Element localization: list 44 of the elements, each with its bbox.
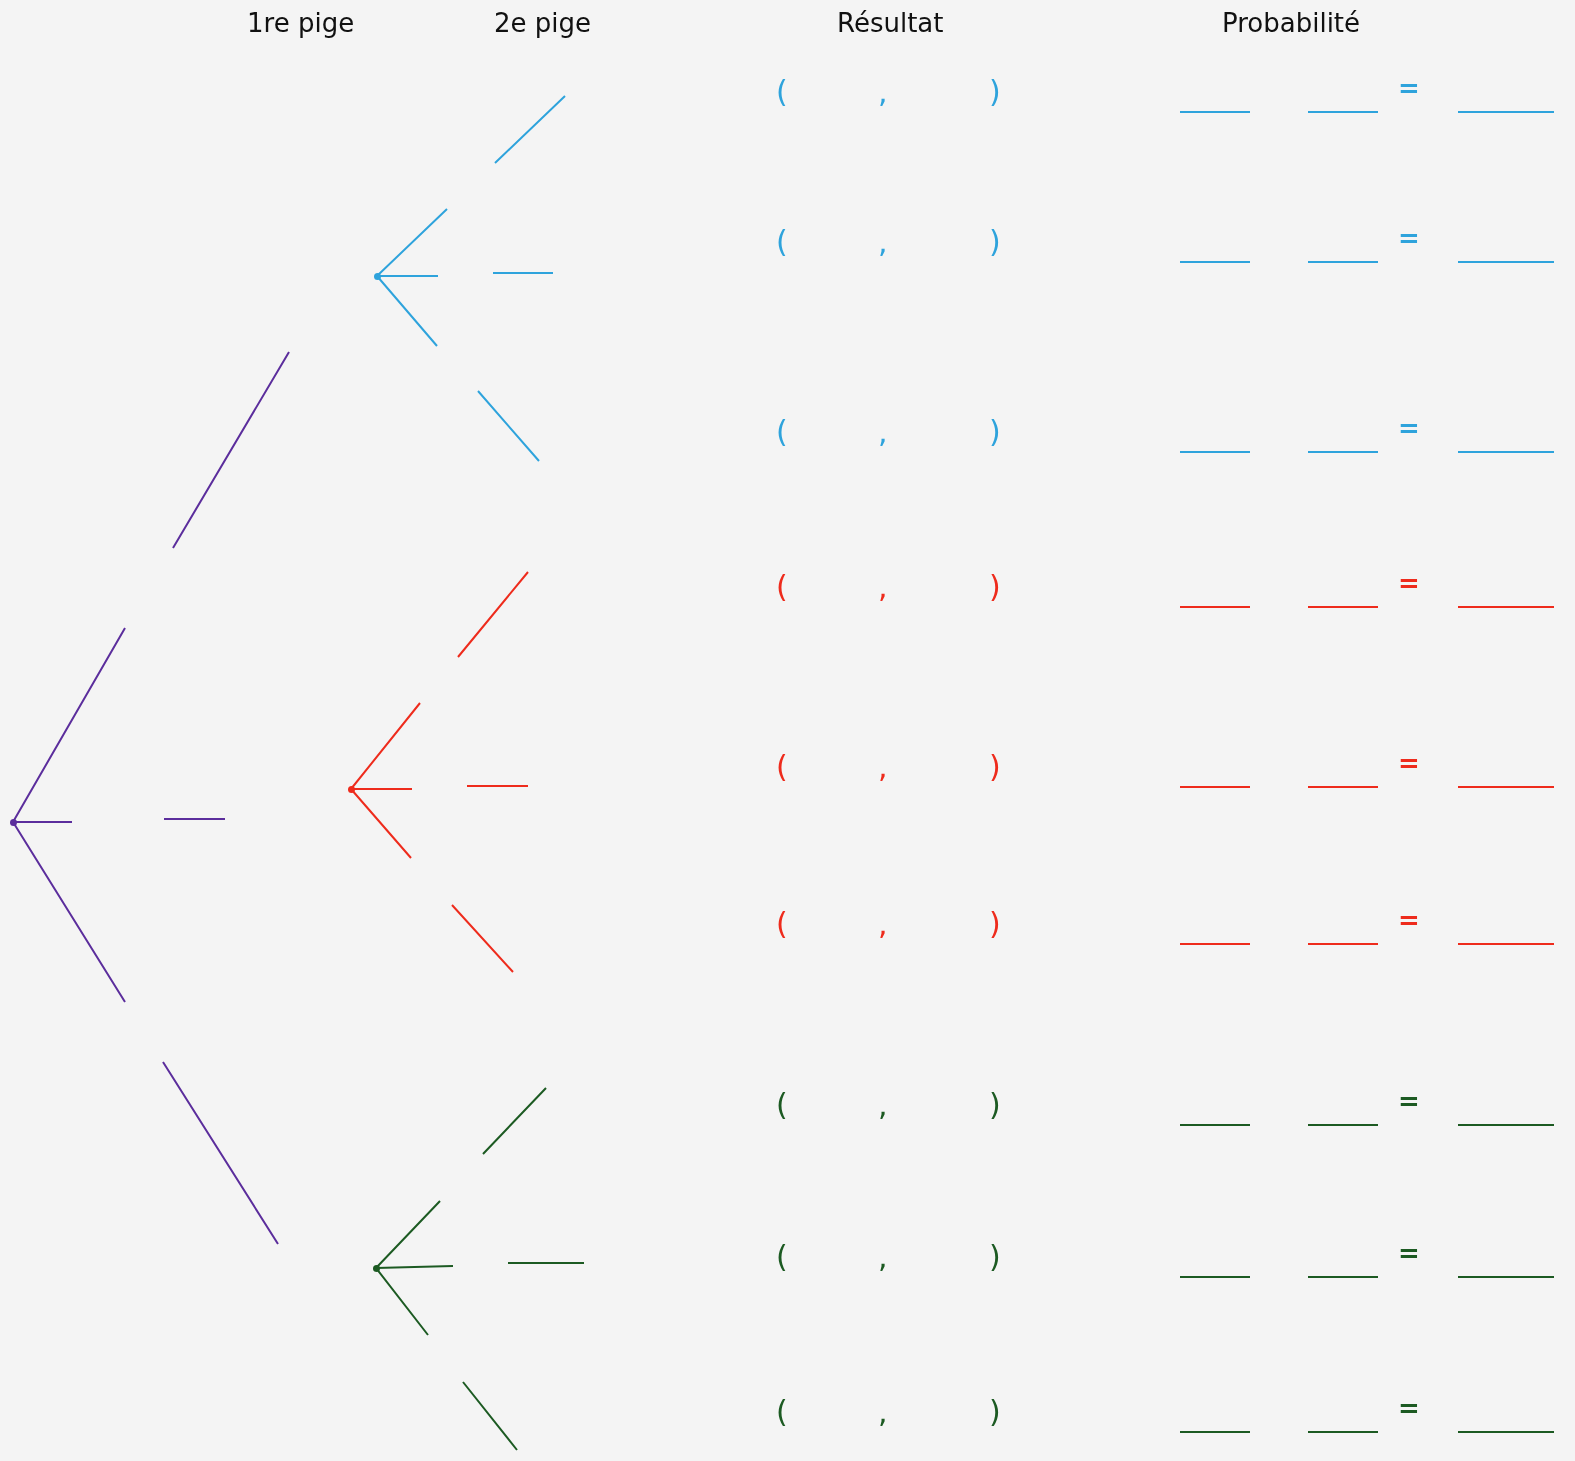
closing-parenthesis: ) — [989, 77, 1001, 107]
closing-parenthesis: ) — [989, 417, 1001, 447]
column-heading: 1re pige — [247, 10, 355, 36]
comma: , — [878, 572, 888, 602]
closing-parenthesis: ) — [989, 752, 1001, 782]
column-heading: Résultat — [837, 10, 944, 36]
opening-parenthesis: ( — [776, 227, 788, 257]
equals-sign: = — [1398, 415, 1420, 441]
comma: , — [878, 77, 888, 107]
opening-parenthesis: ( — [776, 1397, 788, 1427]
comma: , — [878, 1090, 888, 1120]
closing-parenthesis: ) — [989, 227, 1001, 257]
opening-parenthesis: ( — [776, 752, 788, 782]
equals-sign: = — [1398, 750, 1420, 776]
equals-sign: = — [1398, 1240, 1420, 1266]
equals-sign: = — [1398, 1088, 1420, 1114]
opening-parenthesis: ( — [776, 1242, 788, 1272]
closing-parenthesis: ) — [989, 909, 1001, 939]
closing-parenthesis: ) — [989, 1090, 1001, 1120]
column-heading: Probabilité — [1222, 10, 1361, 36]
branch-point — [9, 818, 17, 826]
equals-sign: = — [1398, 75, 1420, 101]
equals-sign: = — [1398, 570, 1420, 596]
comma: , — [878, 1397, 888, 1427]
branch-point — [372, 1264, 380, 1272]
comma: , — [878, 1242, 888, 1272]
closing-parenthesis: ) — [989, 572, 1001, 602]
equals-sign: = — [1398, 907, 1420, 933]
opening-parenthesis: ( — [776, 77, 788, 107]
equals-sign: = — [1398, 1395, 1420, 1421]
opening-parenthesis: ( — [776, 417, 788, 447]
comma: , — [878, 417, 888, 447]
opening-parenthesis: ( — [776, 909, 788, 939]
opening-parenthesis: ( — [776, 1090, 788, 1120]
column-heading: 2e pige — [494, 10, 592, 36]
comma: , — [878, 227, 888, 257]
branch-point — [373, 272, 381, 280]
closing-parenthesis: ) — [989, 1242, 1001, 1272]
branch-point — [347, 785, 355, 793]
equals-sign: = — [1398, 225, 1420, 251]
comma: , — [878, 752, 888, 782]
comma: , — [878, 909, 888, 939]
closing-parenthesis: ) — [989, 1397, 1001, 1427]
opening-parenthesis: ( — [776, 572, 788, 602]
